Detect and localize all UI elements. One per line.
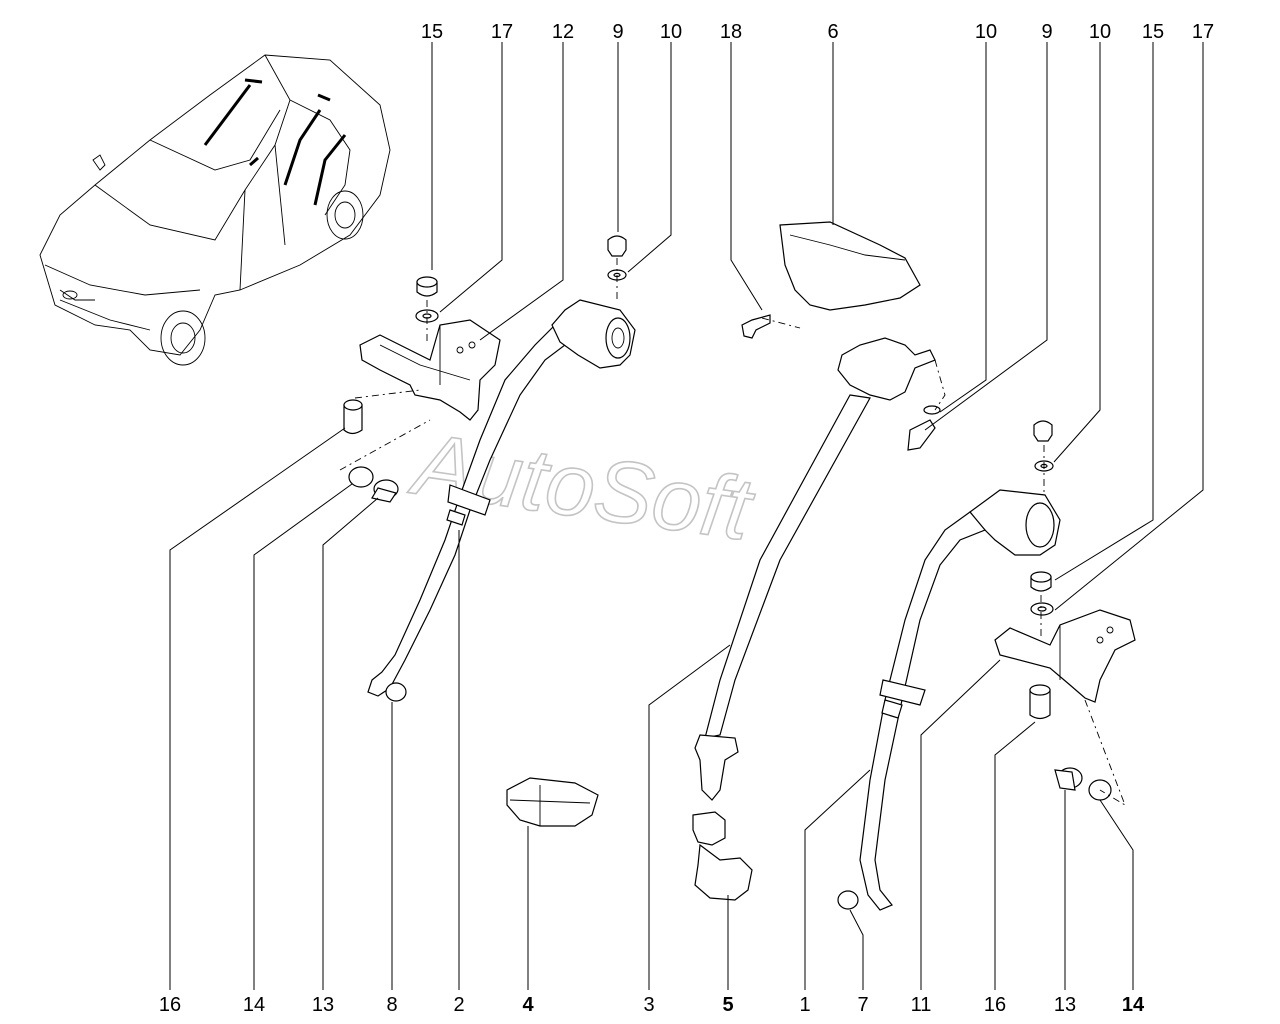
part-15-nut-right [1030, 571, 1052, 592]
callout-14-bottom-left: 14 [243, 994, 265, 1016]
callout-16-bottom-left: 16 [159, 994, 181, 1016]
part-2-belt-left [367, 299, 636, 697]
callout-10-top-mid: 10 [975, 21, 997, 43]
callout-1: 1 [799, 994, 810, 1016]
part-1-belt-right [859, 489, 1061, 911]
part-8-cap-left [385, 682, 407, 702]
callout-8: 8 [386, 994, 397, 1016]
part-3-belt-center [694, 337, 941, 801]
callout-12: 12 [552, 21, 574, 43]
callout-9-top-right: 9 [1041, 21, 1052, 43]
assembly-lines [339, 258, 1126, 807]
leader-lines [169, 42, 1204, 990]
part-9-bolt-left [607, 235, 627, 257]
callout-18: 18 [720, 21, 742, 43]
part-16-bolt-right [1029, 684, 1051, 720]
part-17-washer-left [415, 309, 439, 323]
callout-15-top-left: 15 [421, 21, 443, 43]
callout-5: 5 [722, 994, 733, 1016]
part-18-screw [741, 314, 771, 339]
callout-16-bottom-right: 16 [984, 994, 1006, 1016]
callout-3: 3 [643, 994, 654, 1016]
callout-9-top-left: 9 [612, 21, 623, 43]
part-4-buckle-double [506, 777, 599, 827]
part-9-bolt-right [1033, 420, 1053, 442]
callout-13-bottom-left: 13 [312, 994, 334, 1016]
callout-10-top-right: 10 [1089, 21, 1111, 43]
part-17-washer-right [1030, 602, 1054, 616]
part-12-bracket-left [359, 319, 501, 421]
part-15-nut-left [416, 276, 438, 297]
part-11-bracket-right [994, 609, 1136, 703]
part-16-bolt-left [343, 399, 363, 435]
part-13-clip-right [1054, 767, 1083, 791]
callout-11: 11 [911, 994, 932, 1016]
callout-15-top-right: 15 [1142, 21, 1164, 43]
part-5-buckle-single [692, 811, 753, 901]
callout-4: 4 [522, 994, 534, 1016]
part-7-cap-right [837, 890, 859, 910]
car-overview-illustration [39, 54, 391, 366]
callout-13-bottom-right: 13 [1054, 994, 1076, 1016]
callout-7: 7 [857, 994, 868, 1016]
callout-17-top-left: 17 [491, 21, 513, 43]
callout-6: 6 [827, 21, 838, 43]
callout-2: 2 [453, 994, 464, 1016]
part-13-clip-left [371, 479, 399, 503]
callout-10-top-left: 10 [660, 21, 682, 43]
part-6-cover [779, 221, 921, 311]
callouts-top: 15 17 12 9 10 18 6 10 9 10 15 17 [421, 21, 1214, 43]
callout-14-bottom-right: 14 [1122, 994, 1145, 1016]
callouts-bottom: 16 14 13 8 2 4 3 5 1 7 11 16 13 14 [159, 994, 1145, 1016]
callout-17-top-right: 17 [1192, 21, 1214, 43]
part-14-spacer-left [348, 466, 374, 488]
